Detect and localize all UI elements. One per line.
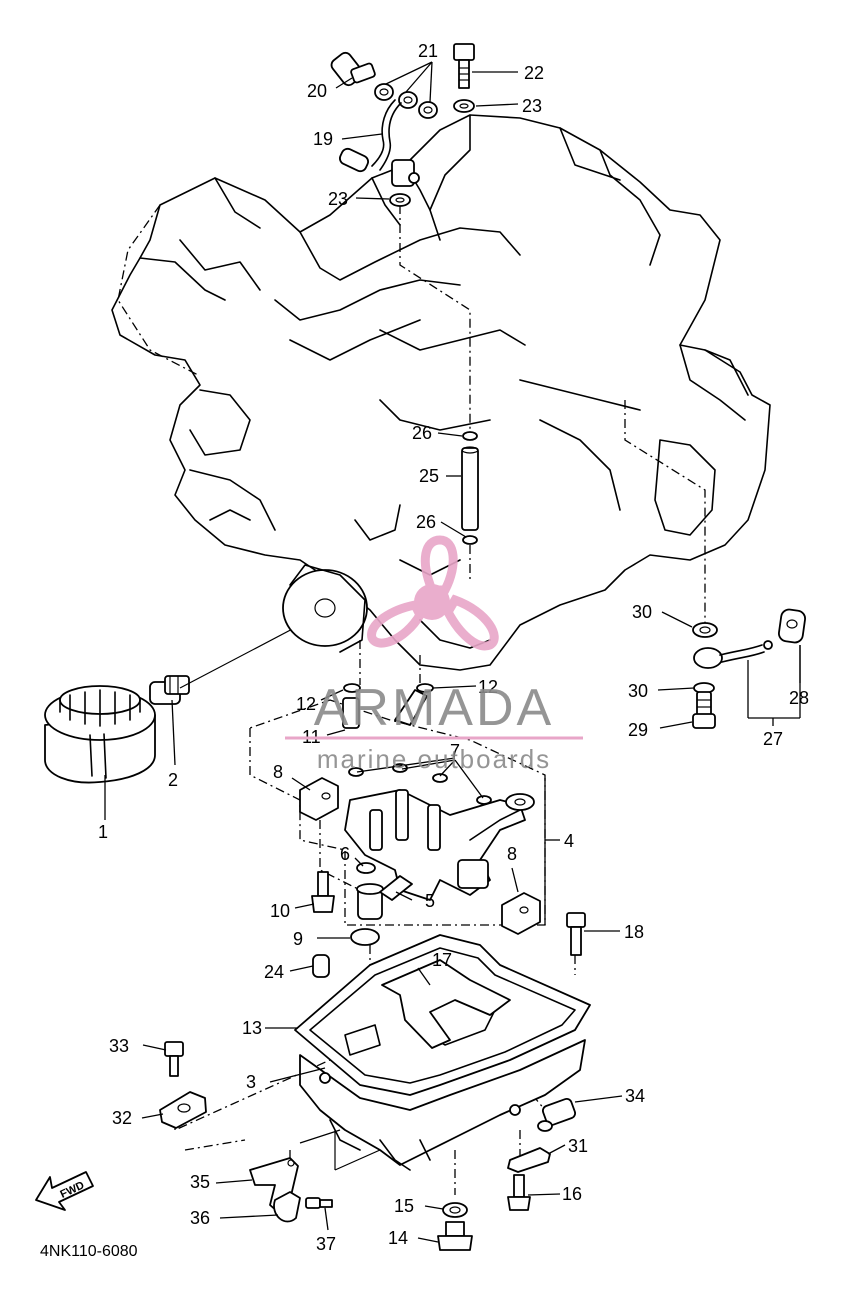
strainer-pipe-fittings — [350, 862, 413, 946]
oil-pan — [294, 934, 591, 1171]
callout-25: 25 — [419, 466, 439, 486]
propeller-hub — [414, 584, 450, 620]
propeller-blade-left — [367, 599, 426, 648]
callout-32: 32 — [112, 1108, 132, 1128]
oil-strainer-assembly — [344, 763, 535, 901]
callout-31: 31 — [568, 1136, 588, 1156]
drain-fitting — [149, 675, 190, 705]
callout-13: 13 — [242, 1018, 262, 1038]
oil-pipe-vertical — [461, 431, 479, 545]
callout-21: 21 — [418, 41, 438, 61]
callout-17: 17 — [432, 950, 452, 970]
callout-20: 20 — [307, 81, 327, 101]
callout-9: 9 — [293, 929, 303, 949]
callout-6: 6 — [340, 844, 350, 864]
callout-16: 16 — [562, 1184, 582, 1204]
oil-filter — [44, 685, 156, 784]
filter-mount-boss — [282, 564, 368, 653]
callout-28: 28 — [789, 688, 809, 708]
callout-27: 27 — [763, 729, 783, 749]
oil-pipe — [339, 99, 420, 187]
callout-30-lower: 30 — [628, 681, 648, 701]
oil-delivery-pipe-group — [330, 43, 475, 207]
callout-37: 37 — [316, 1234, 336, 1254]
watermark-brand: ARMADA — [314, 679, 554, 737]
hose-clamp — [249, 1157, 301, 1223]
drawing-code: 4NK110-6080 — [40, 1243, 138, 1260]
bolt-10 — [311, 871, 335, 913]
callout-14: 14 — [388, 1228, 408, 1248]
bolt-37 — [305, 1197, 333, 1209]
callout-33: 33 — [109, 1036, 129, 1056]
callout-35: 35 — [190, 1172, 210, 1192]
callout-26-upper: 26 — [412, 423, 432, 443]
callout-12-left: 12 — [296, 694, 316, 714]
propeller-logo — [367, 535, 499, 651]
union-bolt — [330, 51, 376, 87]
callout-10: 10 — [270, 901, 290, 921]
copper-washers — [374, 83, 438, 119]
drain-washer — [442, 1202, 468, 1218]
callout-5: 5 — [425, 891, 435, 911]
callout-34: 34 — [625, 1086, 645, 1106]
callout-29: 29 — [628, 720, 648, 740]
washer-upper — [453, 99, 475, 113]
callout-30-upper: 30 — [632, 602, 652, 622]
callout-36: 36 — [190, 1208, 210, 1228]
drain-bolt — [437, 1221, 473, 1251]
washer-lower — [389, 193, 411, 207]
callout-2: 2 — [168, 770, 178, 790]
callout-23-upper: 23 — [522, 96, 542, 116]
bolt-16 — [507, 1174, 531, 1211]
engine-block-outline — [111, 114, 771, 671]
dowel-pin — [312, 954, 330, 978]
sensor-cover — [507, 1147, 551, 1173]
propeller-blade-top — [420, 535, 458, 595]
armada-watermark: ARMADA marine outboards — [285, 535, 583, 774]
propeller-blade-right — [442, 594, 499, 651]
pan-bolt — [566, 912, 586, 956]
oil-pressure-switch-group — [692, 608, 806, 729]
callout-4: 4 — [564, 831, 574, 851]
callout-1: 1 — [98, 822, 108, 842]
callout-labels: 1 2 3 4 5 6 7 8 8 9 10 11 12 12 13 14 15… — [98, 41, 809, 1254]
hex-bolt — [453, 43, 475, 89]
callout-22: 22 — [524, 63, 544, 83]
oil-pipe-upper — [342, 683, 434, 729]
callout-26-lower: 26 — [416, 512, 436, 532]
callout-18: 18 — [624, 922, 644, 942]
callout-7: 7 — [450, 741, 460, 761]
rubber-damper-left — [299, 777, 339, 821]
cover-plate — [159, 1091, 207, 1129]
callout-24: 24 — [264, 962, 284, 982]
callout-23-lower: 23 — [328, 189, 348, 209]
rubber-damper-right — [501, 892, 541, 935]
callout-8-right: 8 — [507, 844, 517, 864]
callout-3: 3 — [246, 1072, 256, 1092]
oil-level-sensor — [537, 1097, 577, 1132]
callout-8-left: 8 — [273, 762, 283, 782]
callout-12-right: 12 — [478, 677, 498, 697]
plate-bolt — [164, 1041, 184, 1077]
callout-19: 19 — [313, 129, 333, 149]
callout-15: 15 — [394, 1196, 414, 1216]
leader-lines — [104, 61, 801, 1243]
watermark-tagline: marine outboards — [317, 744, 551, 774]
forward-arrow: FWD — [35, 1171, 94, 1211]
